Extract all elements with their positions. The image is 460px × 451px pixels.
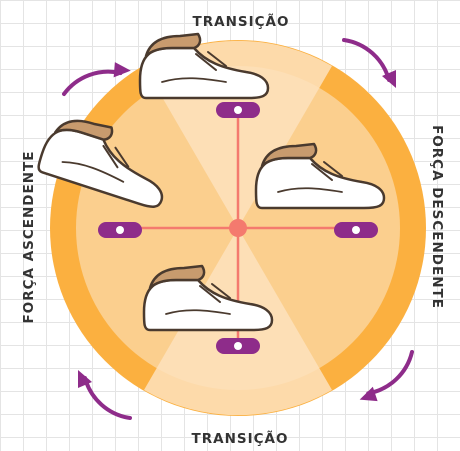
pedal-bottom bbox=[216, 338, 260, 354]
crank-hub bbox=[229, 219, 247, 237]
pedal-right bbox=[334, 222, 378, 238]
label-right: FORÇA DESCENDENTE bbox=[429, 125, 445, 309]
arrow-bottom-left-icon bbox=[76, 368, 132, 420]
label-bottom: TRANSIÇÃO bbox=[192, 430, 289, 447]
label-left: FORÇA ASCENDENTE bbox=[21, 151, 37, 324]
pedal-left bbox=[98, 222, 142, 238]
label-top: TRANSIÇÃO bbox=[193, 13, 290, 30]
pedal-top bbox=[216, 102, 260, 118]
